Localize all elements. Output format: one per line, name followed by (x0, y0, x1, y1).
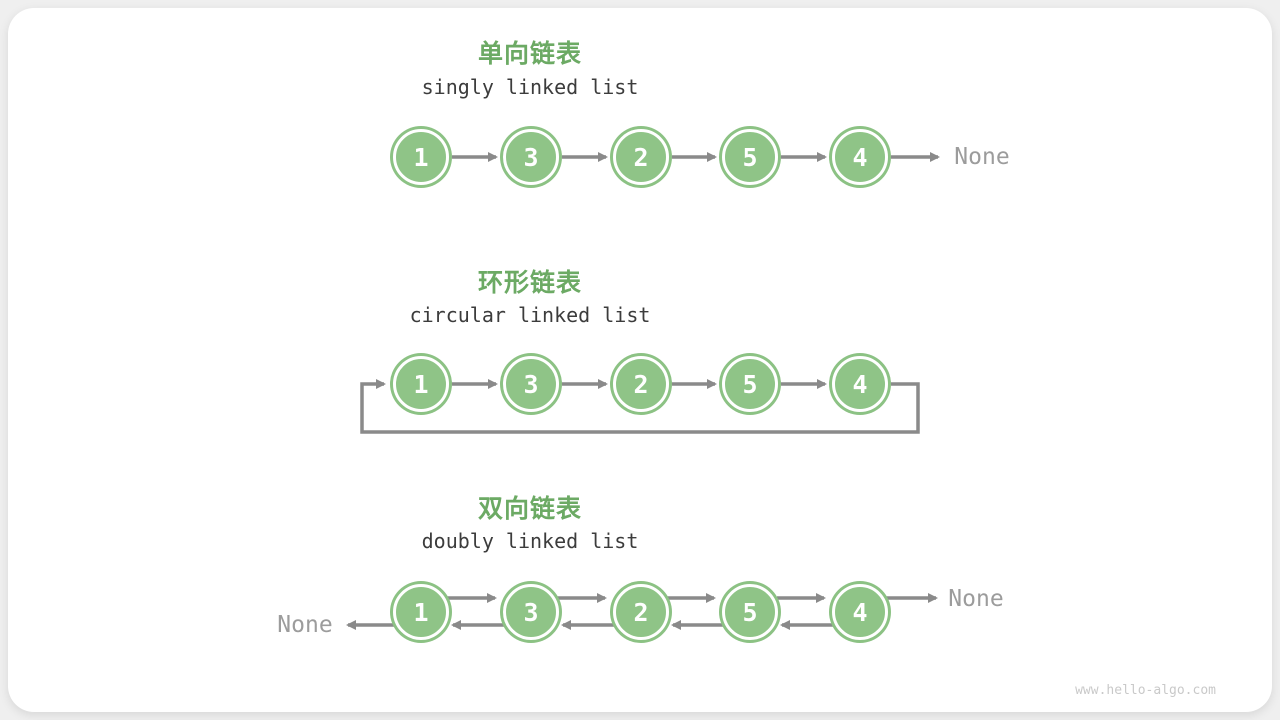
section-subtitle-doubly: doubly linked list (421, 529, 639, 553)
list-node: 5 (722, 129, 778, 185)
list-node: 2 (613, 584, 669, 640)
list-node: 3 (503, 584, 559, 640)
list-node: 2 (613, 356, 669, 412)
section-subtitle-circular: circular linked list (409, 303, 651, 327)
section-title-doubly: 双向链表 (477, 494, 583, 523)
section-title-singly: 单向链表 (477, 39, 583, 68)
loop-back-arrow-icon (360, 379, 920, 434)
none-label: None (277, 612, 333, 638)
list-node: 1 (393, 584, 449, 640)
watermark: www.hello-algo.com (1075, 683, 1216, 698)
section-title-circular: 环形链表 (477, 268, 583, 297)
list-node: 3 (503, 356, 559, 412)
list-node: 1 (393, 356, 449, 412)
list-node: 1 (393, 129, 449, 185)
circular-arrows (360, 379, 920, 434)
list-node: 3 (503, 129, 559, 185)
section-subtitle-singly: singly linked list (421, 75, 639, 99)
list-node: 5 (722, 584, 778, 640)
list-node: 4 (832, 584, 888, 640)
list-node: 5 (722, 356, 778, 412)
list-node: 2 (613, 129, 669, 185)
list-node: 4 (832, 356, 888, 412)
none-label: None (948, 586, 1004, 612)
list-node: 4 (832, 129, 888, 185)
doubly-arrows (346, 593, 938, 630)
none-label: None (954, 144, 1010, 170)
